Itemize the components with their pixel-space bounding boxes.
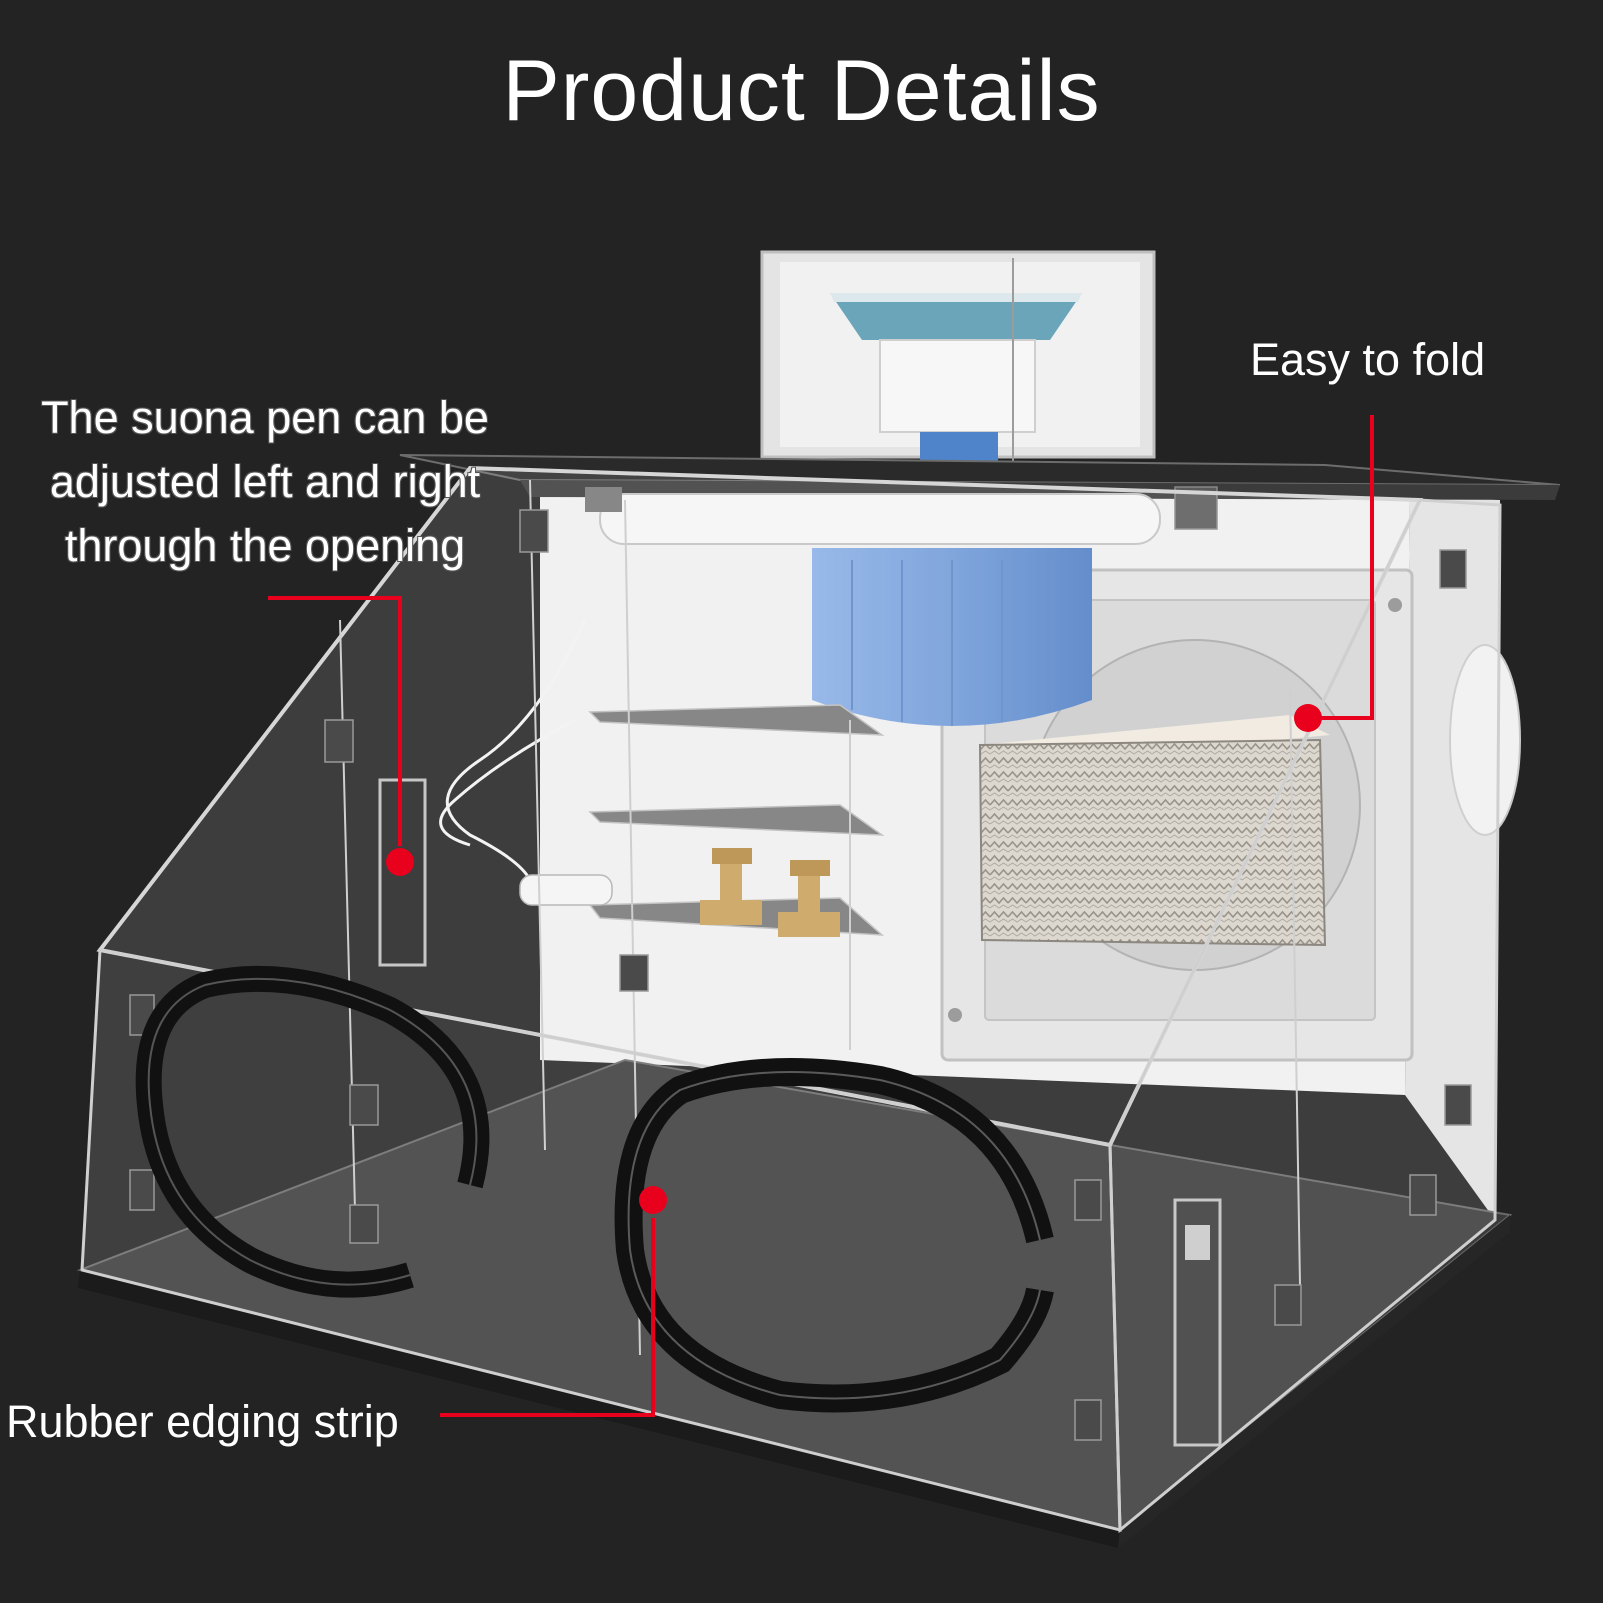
callout-pen-line-2: adjusted left and right [49, 456, 481, 507]
fan-cylinder [812, 548, 1092, 726]
led-light-bar [585, 487, 1161, 545]
callout-pen-label: The suona pen can be adjusted left and r… [10, 386, 520, 578]
base-plate [76, 1058, 1513, 1548]
front-acrylic-panel [80, 465, 1502, 1534]
right-glove-port [614, 1058, 1054, 1413]
callout-pen-line-1: The suona pen can be [41, 392, 489, 443]
callout-dot [1294, 704, 1322, 732]
latch-plate [1173, 1198, 1222, 1447]
callout-fold-label: Easy to fold [1250, 334, 1486, 385]
fan-housing [760, 250, 1156, 477]
hinges [129, 509, 1472, 1441]
page-title: Product Details [502, 43, 1101, 139]
callout-pen-line-3: through the opening [64, 520, 466, 571]
carbon-filter [978, 715, 1330, 947]
pen-holders [700, 848, 840, 937]
left-glove-port [135, 965, 490, 1298]
callout-dot [386, 848, 414, 876]
callout-fold-leader [1294, 415, 1374, 732]
callout-pen-leader [268, 596, 414, 876]
callout-dot [639, 1186, 667, 1214]
callout-rubber-label: Rubber edging strip [6, 1396, 399, 1447]
callout-rubber-leader [440, 1186, 667, 1417]
side-vent [1449, 644, 1521, 836]
